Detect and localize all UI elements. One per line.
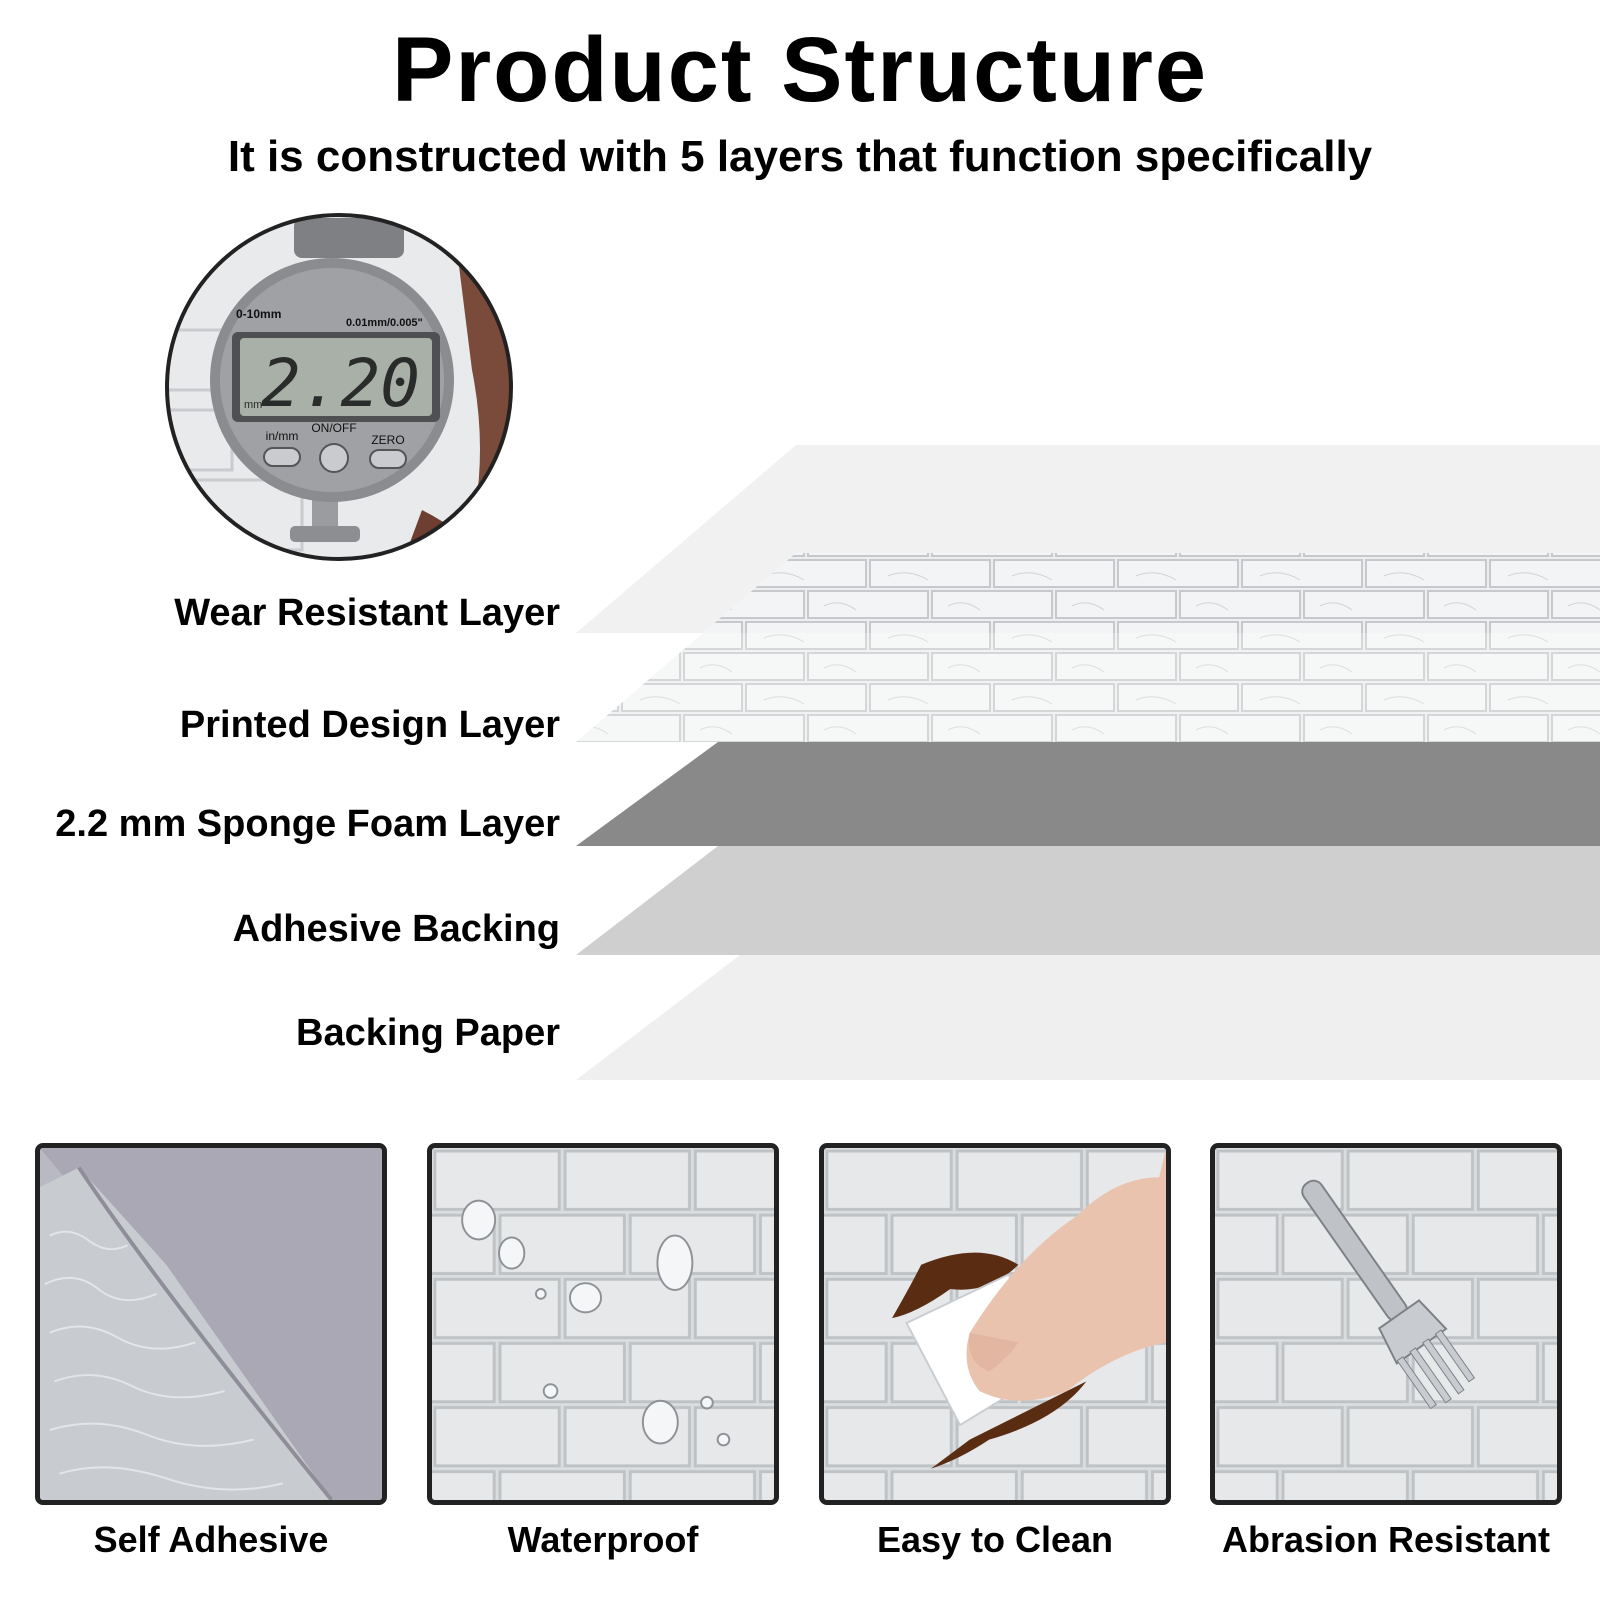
sponge-foam-layer (576, 742, 1600, 846)
feature-waterproof-image (427, 1143, 779, 1505)
feature-label-waterproof: Waterproof (507, 1519, 699, 1560)
wiping-hand-icon (824, 1148, 1166, 1500)
page-title: Product Structure (391, 19, 1209, 121)
feature-label-self-adhesive: Self Adhesive (93, 1519, 329, 1560)
layer-label-sponge-foam: 2.2 mm Sponge Foam Layer (55, 803, 560, 845)
fork-scratch-icon (1215, 1148, 1557, 1500)
gauge-zero-button (369, 449, 407, 469)
gauge-button-label-inmm: in/mm (266, 429, 299, 443)
feature-label-easy-to-clean: Easy to Clean (876, 1519, 1114, 1560)
feature-easy-to-clean-image (819, 1143, 1171, 1505)
printed-design-layer (576, 553, 1600, 742)
gauge-range-label: 0-10mm (236, 307, 281, 321)
adhesive-backing-layer (576, 846, 1600, 955)
feature-self-adhesive-image (35, 1143, 387, 1505)
page-subtitle: It is constructed with 5 layers that fun… (227, 132, 1373, 181)
layer-label-wear-resistant: Wear Resistant Layer (174, 592, 560, 634)
layer-label-printed-design: Printed Design Layer (179, 704, 560, 746)
feature-label-abrasion-resistant: Abrasion Resistant (1221, 1519, 1551, 1560)
thickness-gauge-image: 0-10mm 0.01mm/0.005" 2.20 mm in/mm ON/OF… (162, 210, 516, 564)
gauge-button-label-onoff: ON/OFF (311, 421, 356, 435)
gauge-button-label-zero: ZERO (371, 433, 404, 447)
gauge-onoff-button (319, 443, 349, 473)
feature-abrasion-resistant-image (1210, 1143, 1562, 1505)
gauge-inmm-button (263, 447, 301, 467)
peeling-backing-icon (40, 1148, 382, 1500)
backing-paper-layer (576, 955, 1600, 1080)
layer-label-backing-paper: Backing Paper (296, 1012, 560, 1054)
gauge-unit: mm (244, 399, 262, 411)
water-drops-icon (432, 1148, 774, 1500)
gauge-resolution-label: 0.01mm/0.005" (346, 317, 423, 329)
gauge-reading: 2.20 (261, 345, 420, 422)
layer-label-adhesive-backing: Adhesive Backing (232, 908, 560, 950)
